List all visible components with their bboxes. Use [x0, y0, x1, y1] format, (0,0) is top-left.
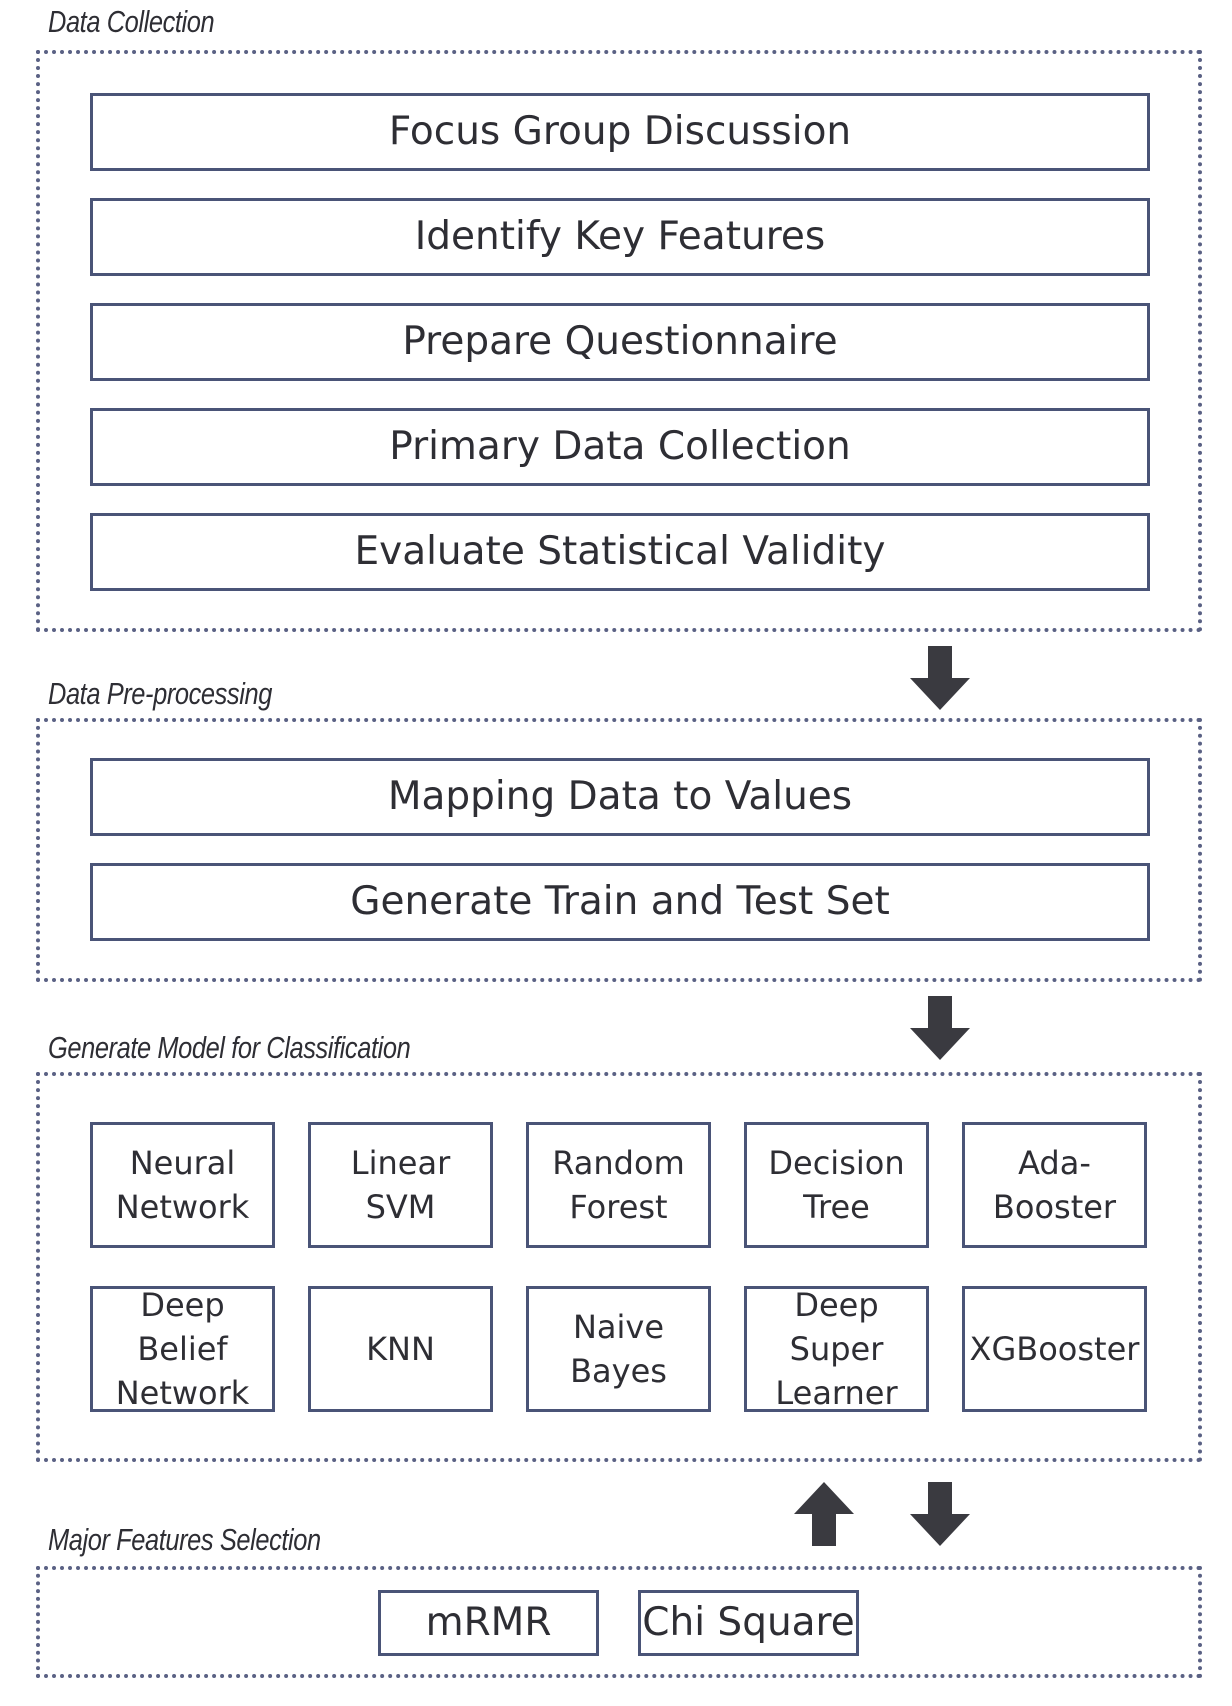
- section-label-features-selection: Major Features Selection: [48, 1522, 321, 1557]
- step-mapping-data-to-values: Mapping Data to Values: [90, 758, 1150, 836]
- model-classification-frame: [36, 1072, 1202, 1462]
- model-linear-svm: Linear SVM: [308, 1122, 493, 1248]
- step-evaluate-statistical-validity: Evaluate Statistical Validity: [90, 513, 1150, 591]
- arrow-down-icon: [910, 1482, 970, 1546]
- data-preprocessing-frame: [36, 718, 1202, 982]
- section-label-data-collection: Data Collection: [48, 4, 215, 39]
- step-generate-train-and-test-set: Generate Train and Test Set: [90, 863, 1150, 941]
- features-selection-frame: [36, 1566, 1202, 1678]
- model-ada-booster: Ada- Booster: [962, 1122, 1147, 1248]
- step-focus-group-discussion: Focus Group Discussion: [90, 93, 1150, 171]
- arrow-up-icon: [794, 1482, 854, 1546]
- model-deep-belief-network: Deep Belief Network: [90, 1286, 275, 1412]
- section-label-data-preprocessing: Data Pre-processing: [48, 676, 272, 711]
- model-neural-network: Neural Network: [90, 1122, 275, 1248]
- step-identify-key-features: Identify Key Features: [90, 198, 1150, 276]
- model-knn: KNN: [308, 1286, 493, 1412]
- model-decision-tree: Decision Tree: [744, 1122, 929, 1248]
- model-xgbooster: XGBooster: [962, 1286, 1147, 1412]
- feature-method-mrmr: mRMR: [378, 1590, 599, 1656]
- arrow-down-icon: [910, 646, 970, 710]
- section-label-generate-model: Generate Model for Classification: [48, 1030, 411, 1065]
- step-prepare-questionnaire: Prepare Questionnaire: [90, 303, 1150, 381]
- model-random-forest: Random Forest: [526, 1122, 711, 1248]
- model-naive-bayes: Naive Bayes: [526, 1286, 711, 1412]
- feature-method-chi-square: Chi Square: [638, 1590, 859, 1656]
- arrow-down-icon: [910, 996, 970, 1060]
- step-primary-data-collection: Primary Data Collection: [90, 408, 1150, 486]
- data-collection-frame: [36, 50, 1202, 632]
- model-deep-super-learner: Deep Super Learner: [744, 1286, 929, 1412]
